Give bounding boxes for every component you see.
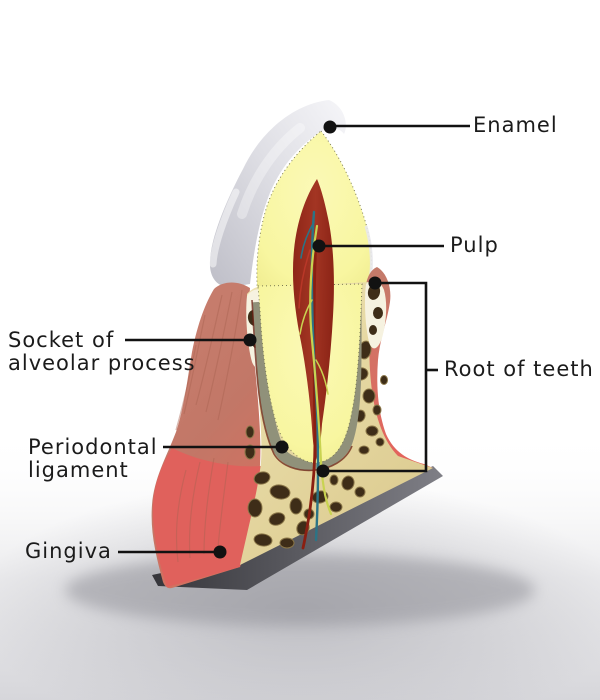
enamel-highlight (237, 123, 305, 219)
label-enamel: Enamel (473, 114, 558, 137)
label-root: Root of teeth (444, 358, 594, 381)
nerve-yellow (309, 224, 333, 516)
label-periodontal-line1: Periodontal (28, 435, 158, 459)
leader-dot-periodontal (275, 440, 289, 454)
annotations (118, 120, 470, 559)
label-pulp: Pulp (450, 234, 499, 257)
label-periodontal: Periodontal ligament (28, 436, 158, 482)
artery-red (301, 238, 318, 550)
leader-dot-socket (243, 333, 257, 347)
leader-dot-pulp (312, 239, 326, 253)
label-socket: Socket of alveolar process (8, 329, 196, 375)
label-socket-line1: Socket of (8, 328, 115, 352)
label-periodontal-line2: ligament (28, 458, 129, 482)
cast-shadow (65, 554, 535, 626)
leader-dot-enamel (323, 120, 337, 134)
enamel-shell (209, 100, 346, 288)
gum-texture (175, 289, 243, 563)
root-bracket (328, 281, 428, 473)
bracket-dot-top (368, 276, 382, 290)
pulp-vessels (298, 210, 333, 550)
leader-dot-gingiva (213, 545, 227, 559)
label-enamel-text: Enamel (473, 113, 558, 137)
label-socket-line2: alveolar process (8, 351, 196, 375)
label-gingiva-text: Gingiva (25, 539, 112, 563)
bone-cavities (244, 340, 388, 549)
bracket-dot-bottom (316, 464, 330, 478)
label-root-text: Root of teeth (444, 357, 594, 381)
label-pulp-text: Pulp (450, 233, 499, 257)
label-gingiva: Gingiva (25, 540, 112, 563)
